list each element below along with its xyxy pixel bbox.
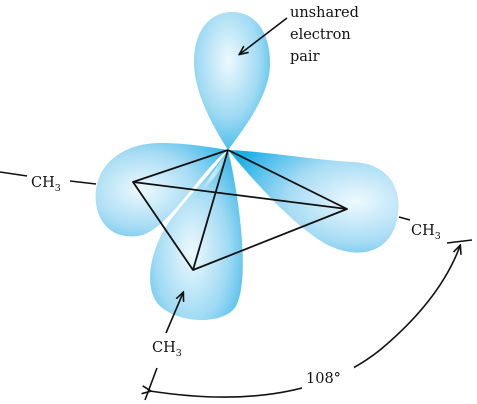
ch3-label-bottom: CH3 [152, 340, 182, 359]
unshared-label-line1: unshared [290, 5, 359, 21]
bond-stub-left [0, 171, 28, 177]
lone-pair-arrow [240, 17, 288, 54]
edge-apex-left [132, 149, 229, 183]
bond-angle-label: 108° [306, 371, 341, 387]
central-overlap [196, 150, 228, 198]
bond-angle-arc [150, 246, 460, 398]
edge-apex-right [227, 149, 348, 210]
angle-tick-right [446, 239, 473, 244]
ch3-left-sub: 3 [55, 183, 61, 194]
bond-stub-right [398, 216, 411, 221]
orbital-lobes [95, 12, 399, 321]
ch3-bottom-sub: 3 [176, 348, 182, 359]
ch3-left-main: CH [31, 175, 55, 191]
bond-stub-left-inner [69, 180, 97, 185]
ch3-right-main: CH [411, 223, 435, 239]
unshared-label-line3: pair [290, 49, 320, 65]
ch3-right-sub: 3 [435, 231, 441, 242]
angle-label-bg [302, 367, 354, 389]
pyramid-base [132, 181, 348, 271]
right-bond-lobe [228, 150, 399, 253]
ch3-bottom-main: CH [152, 340, 176, 356]
pyramid-edges [132, 149, 348, 271]
angle-tick-left [144, 367, 158, 401]
unshared-label-line2: electron [290, 27, 351, 43]
ch3-label-right: CH3 [411, 223, 441, 242]
ch3-label-left: CH3 [31, 175, 61, 194]
lone-pair-lobe [194, 12, 270, 150]
left-bond-lobe [95, 143, 228, 237]
